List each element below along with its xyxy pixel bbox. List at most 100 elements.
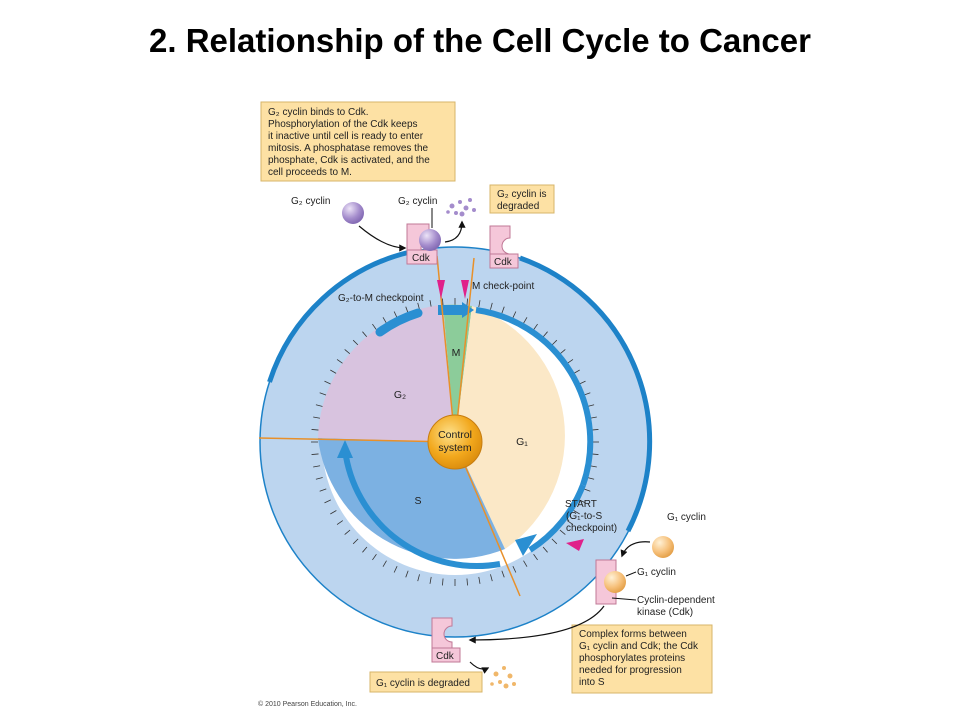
ring-tick xyxy=(490,574,493,582)
g2-cyclin-bound-label: G₂ cyclin xyxy=(398,196,437,207)
g1-binding-arrow xyxy=(620,541,651,558)
cdk-full-label-1: Cyclin-dependent xyxy=(637,595,715,606)
ring-tick xyxy=(324,499,332,504)
ring-tick xyxy=(512,311,517,319)
control-system-label-2: system xyxy=(438,442,472,454)
complex-note-line-3: phosphorylates proteins xyxy=(579,653,685,664)
ring-tick xyxy=(311,453,319,455)
ring-tick xyxy=(382,317,387,324)
complex-note-box xyxy=(571,624,713,694)
ring-tick xyxy=(362,546,368,553)
g2-degraded-line-2: degraded xyxy=(497,201,539,212)
g1-cyclin-bound xyxy=(604,571,626,593)
g2-m-checkpoint-marker xyxy=(437,280,445,299)
ring-tick xyxy=(336,359,344,364)
ring-tick xyxy=(478,300,481,308)
ring-tick xyxy=(542,331,548,338)
outer-arc-g2 xyxy=(267,249,411,383)
ring-tick xyxy=(311,429,319,431)
g2-cyclin-bound xyxy=(419,229,441,251)
g2-note-line-5: phosphate, Cdk is activated, and the xyxy=(268,155,430,166)
phase-label-m: M xyxy=(452,347,461,359)
g2-note-line-1: G₂ cyclin binds to Cdk. xyxy=(268,107,369,118)
ring-tick xyxy=(442,298,444,306)
ring-tick xyxy=(429,300,432,308)
ring-tick xyxy=(523,560,528,567)
g2-note-box xyxy=(260,101,456,182)
g1-to-cdk-bottom-arrow xyxy=(468,605,605,644)
ring-tick xyxy=(466,578,468,586)
complex-note-line-2: G₁ cyclin and Cdk; the Cdk xyxy=(579,641,699,652)
ring-tick xyxy=(336,520,344,525)
g2-cyclin-fragments xyxy=(446,198,476,217)
ring-tick xyxy=(566,359,574,364)
ring-tick xyxy=(573,369,580,374)
copyright: © 2010 Pearson Education, Inc. xyxy=(258,700,357,708)
ring-tick xyxy=(512,565,517,573)
complex-note-line-4: needed for progression xyxy=(579,665,682,676)
ring-tick xyxy=(330,369,337,374)
g1-cyclin-free-label: G₁ cyclin xyxy=(667,512,706,523)
phase-label-g2: G₂ xyxy=(394,389,406,401)
inner-arrow-g2 xyxy=(375,308,423,337)
ring-tick xyxy=(559,349,566,355)
ring-tick xyxy=(583,488,591,492)
g1-degraded-label: G₁ cyclin is degraded xyxy=(376,678,470,689)
phase-wedge-m xyxy=(443,304,472,442)
boundary-m-g1 xyxy=(454,257,475,443)
inner-arrow-s xyxy=(342,449,501,569)
g2-binding-arrow xyxy=(358,225,407,252)
ring-tick xyxy=(313,416,321,419)
ring-tick xyxy=(344,349,351,355)
ring-tick xyxy=(315,404,323,407)
ring-tick xyxy=(344,529,351,535)
start-label-2: (G₁-to-S xyxy=(566,511,602,522)
complex-note-line-1: Complex forms between xyxy=(579,629,687,640)
ring-tick xyxy=(313,465,321,468)
ring-tick xyxy=(429,576,432,584)
g2-cyclin-free-label: G₂ cyclin xyxy=(291,196,330,207)
g1-cyclin-free xyxy=(652,536,674,558)
cdk-bottom-label: Cdk xyxy=(436,651,455,662)
ring-tick xyxy=(551,538,558,545)
phase-wedge-g1 xyxy=(455,306,565,549)
g2-degraded-line-1: G₂ cyclin is xyxy=(497,189,546,200)
phase-label-s: S xyxy=(414,495,421,507)
page-title: 2. Relationship of the Cell Cycle to Can… xyxy=(149,22,811,59)
ring-tick xyxy=(382,560,387,567)
control-system-label-1: Control xyxy=(438,429,472,441)
start-label-1: START xyxy=(565,499,597,510)
phase-label-g1: G₁ xyxy=(516,436,528,448)
outer-arc-g1 xyxy=(519,255,653,533)
ring-tick xyxy=(559,529,566,535)
ring-tick xyxy=(466,298,468,306)
ring-tick xyxy=(352,339,359,346)
ring-tick xyxy=(501,306,505,314)
boundary-s-g2 xyxy=(258,437,456,443)
g2-degrade-arrow xyxy=(444,220,466,243)
m-checkpoint-label: M check-point xyxy=(472,281,534,292)
cdk-bottom xyxy=(431,617,453,649)
g2-note-line-2: Phosphorylation of the Cdk keeps xyxy=(268,119,418,130)
ring-tick xyxy=(542,546,548,553)
g2-degraded-box xyxy=(489,184,555,214)
ring-tick xyxy=(324,380,332,385)
control-system xyxy=(427,414,483,470)
g1-degrade-arrow xyxy=(469,661,490,674)
ring-tick xyxy=(362,331,368,338)
complex-note-line-5: into S xyxy=(579,677,605,688)
ring-tick xyxy=(573,510,580,515)
ring-tick xyxy=(523,317,528,324)
ring-tick xyxy=(352,538,359,545)
boundary-g1-s xyxy=(454,441,521,597)
ring-tick xyxy=(372,323,377,331)
ring-tick xyxy=(587,477,595,480)
start-label-3: checkpoint) xyxy=(566,523,617,534)
ring-tick xyxy=(315,477,323,480)
ring-ticks xyxy=(311,298,599,586)
ring-tick xyxy=(551,339,558,346)
cdk-top-left-label: Cdk xyxy=(412,253,431,264)
ring-tick xyxy=(478,576,481,584)
cdk-full-label-2: kinase (Cdk) xyxy=(637,607,693,618)
